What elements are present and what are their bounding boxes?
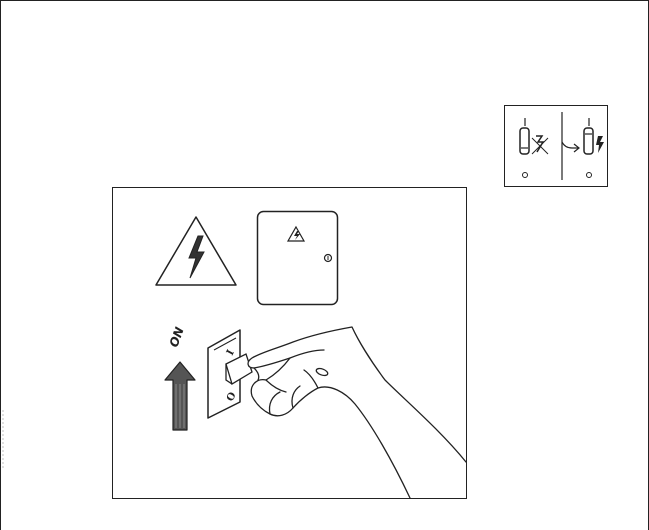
electrical-cabinet-icon (258, 212, 338, 305)
main-panel: ON I O (113, 188, 467, 499)
inset-panel (505, 106, 608, 187)
